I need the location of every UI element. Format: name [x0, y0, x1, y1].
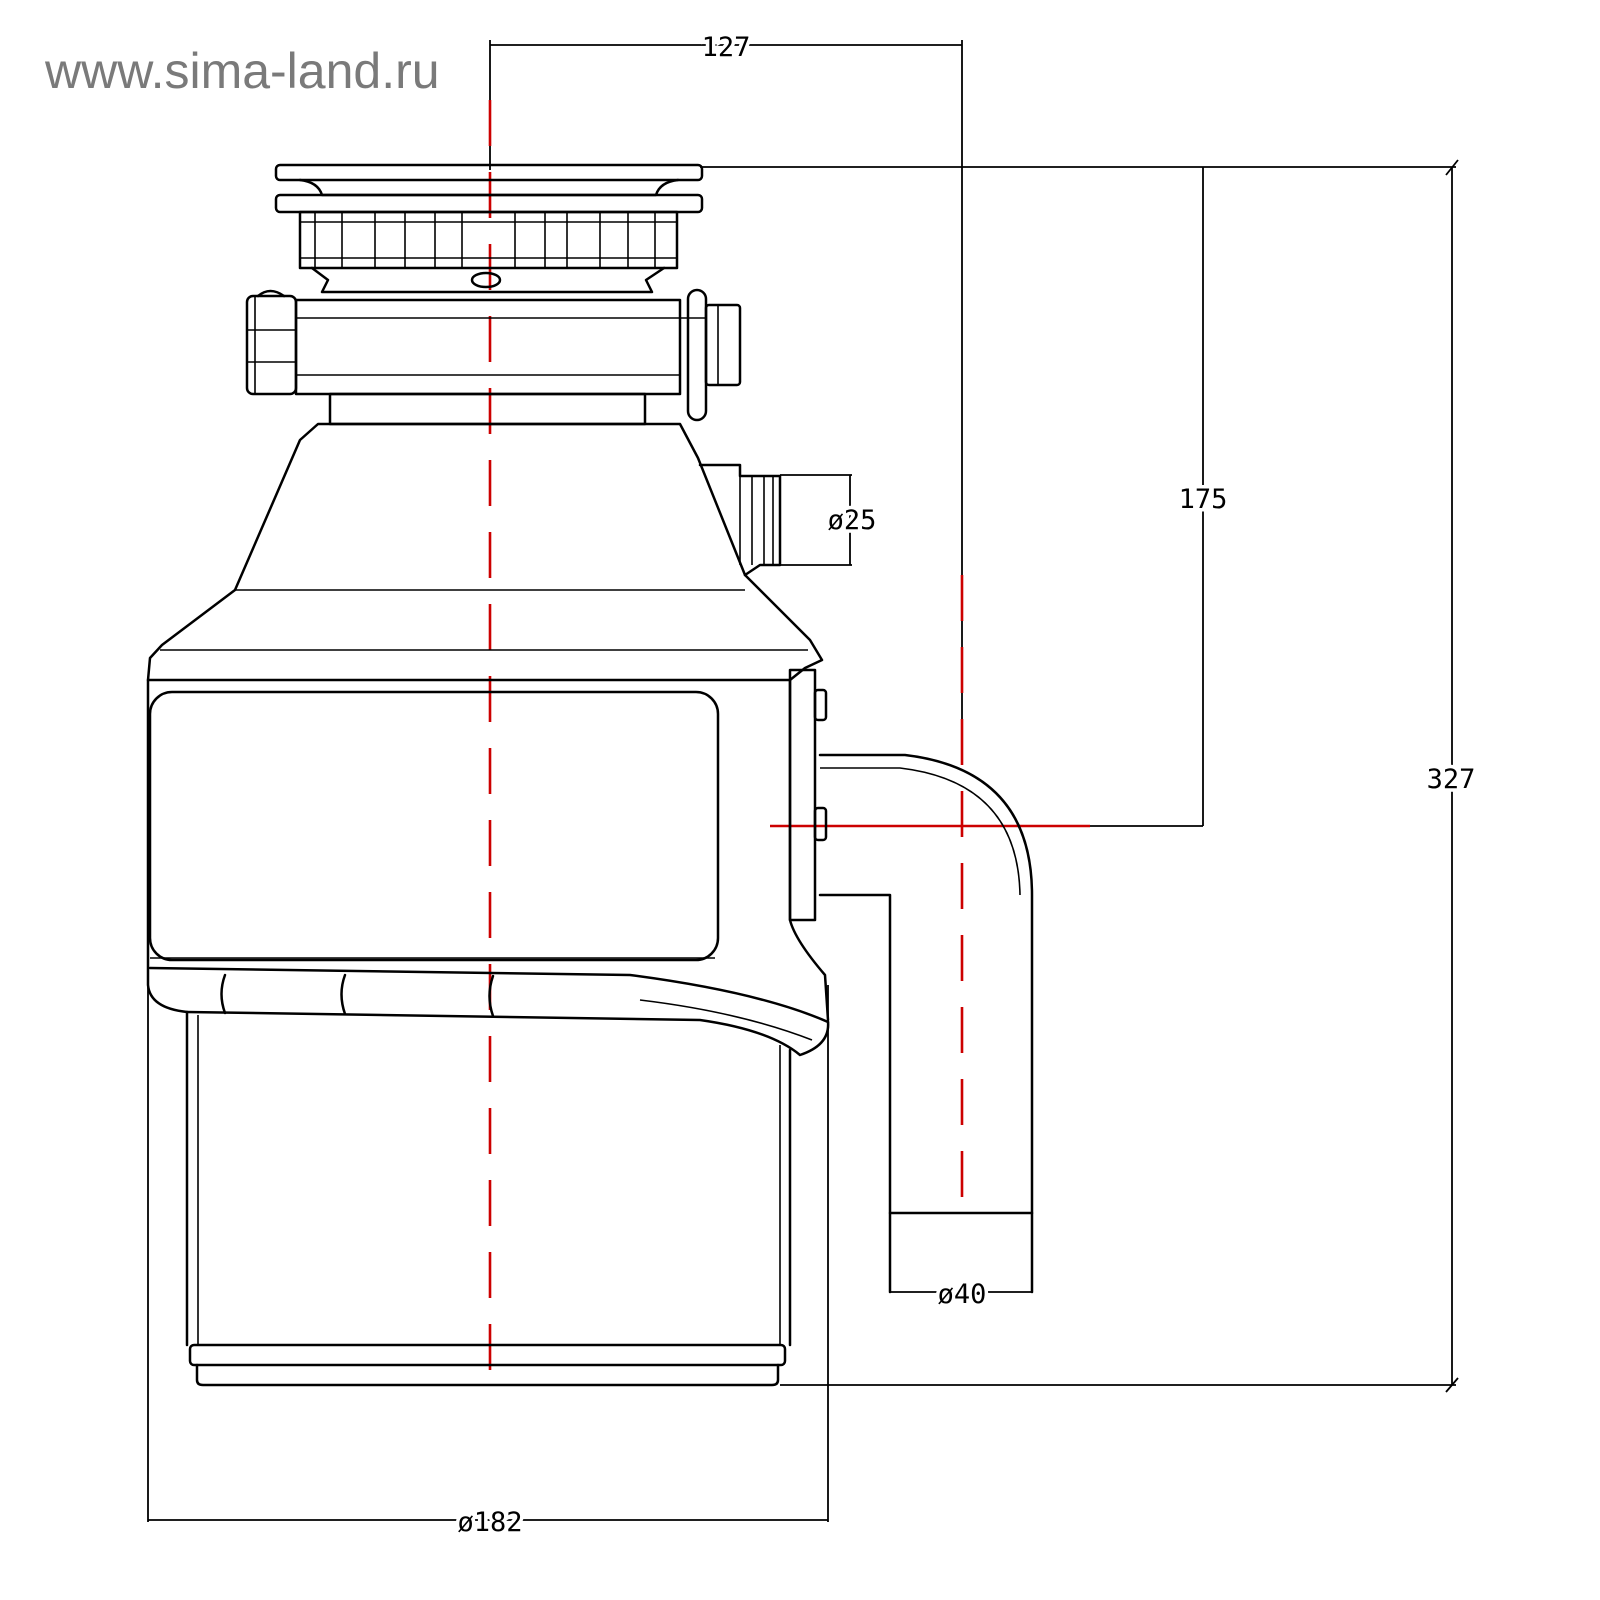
label-127: 127	[702, 32, 751, 63]
lower-band	[148, 966, 830, 1057]
label-outlet-diameter: ø40	[938, 1279, 987, 1310]
outlet-flange	[788, 668, 828, 922]
label-inlet-diameter: ø25	[828, 505, 877, 536]
dimension-lines	[147, 40, 1459, 1522]
upper-housing	[146, 422, 824, 682]
label-175: 175	[1179, 484, 1228, 515]
mounting-collar	[245, 288, 742, 422]
sink-flange	[274, 163, 704, 214]
center-lines	[488, 100, 1090, 1385]
neck	[328, 392, 647, 426]
outlet-elbow-pipe	[818, 753, 1034, 1294]
watermark-text: www.sima-land.ru	[44, 43, 440, 99]
motor-housing	[185, 1010, 792, 1387]
label-327: 327	[1427, 764, 1476, 795]
dishwasher-inlet	[698, 463, 782, 577]
label-body-diameter: ø182	[457, 1507, 522, 1538]
mounting-ring	[298, 210, 679, 294]
dimension-labels: 127 175 327 ø25 ø40 ø182	[454, 29, 1479, 1542]
